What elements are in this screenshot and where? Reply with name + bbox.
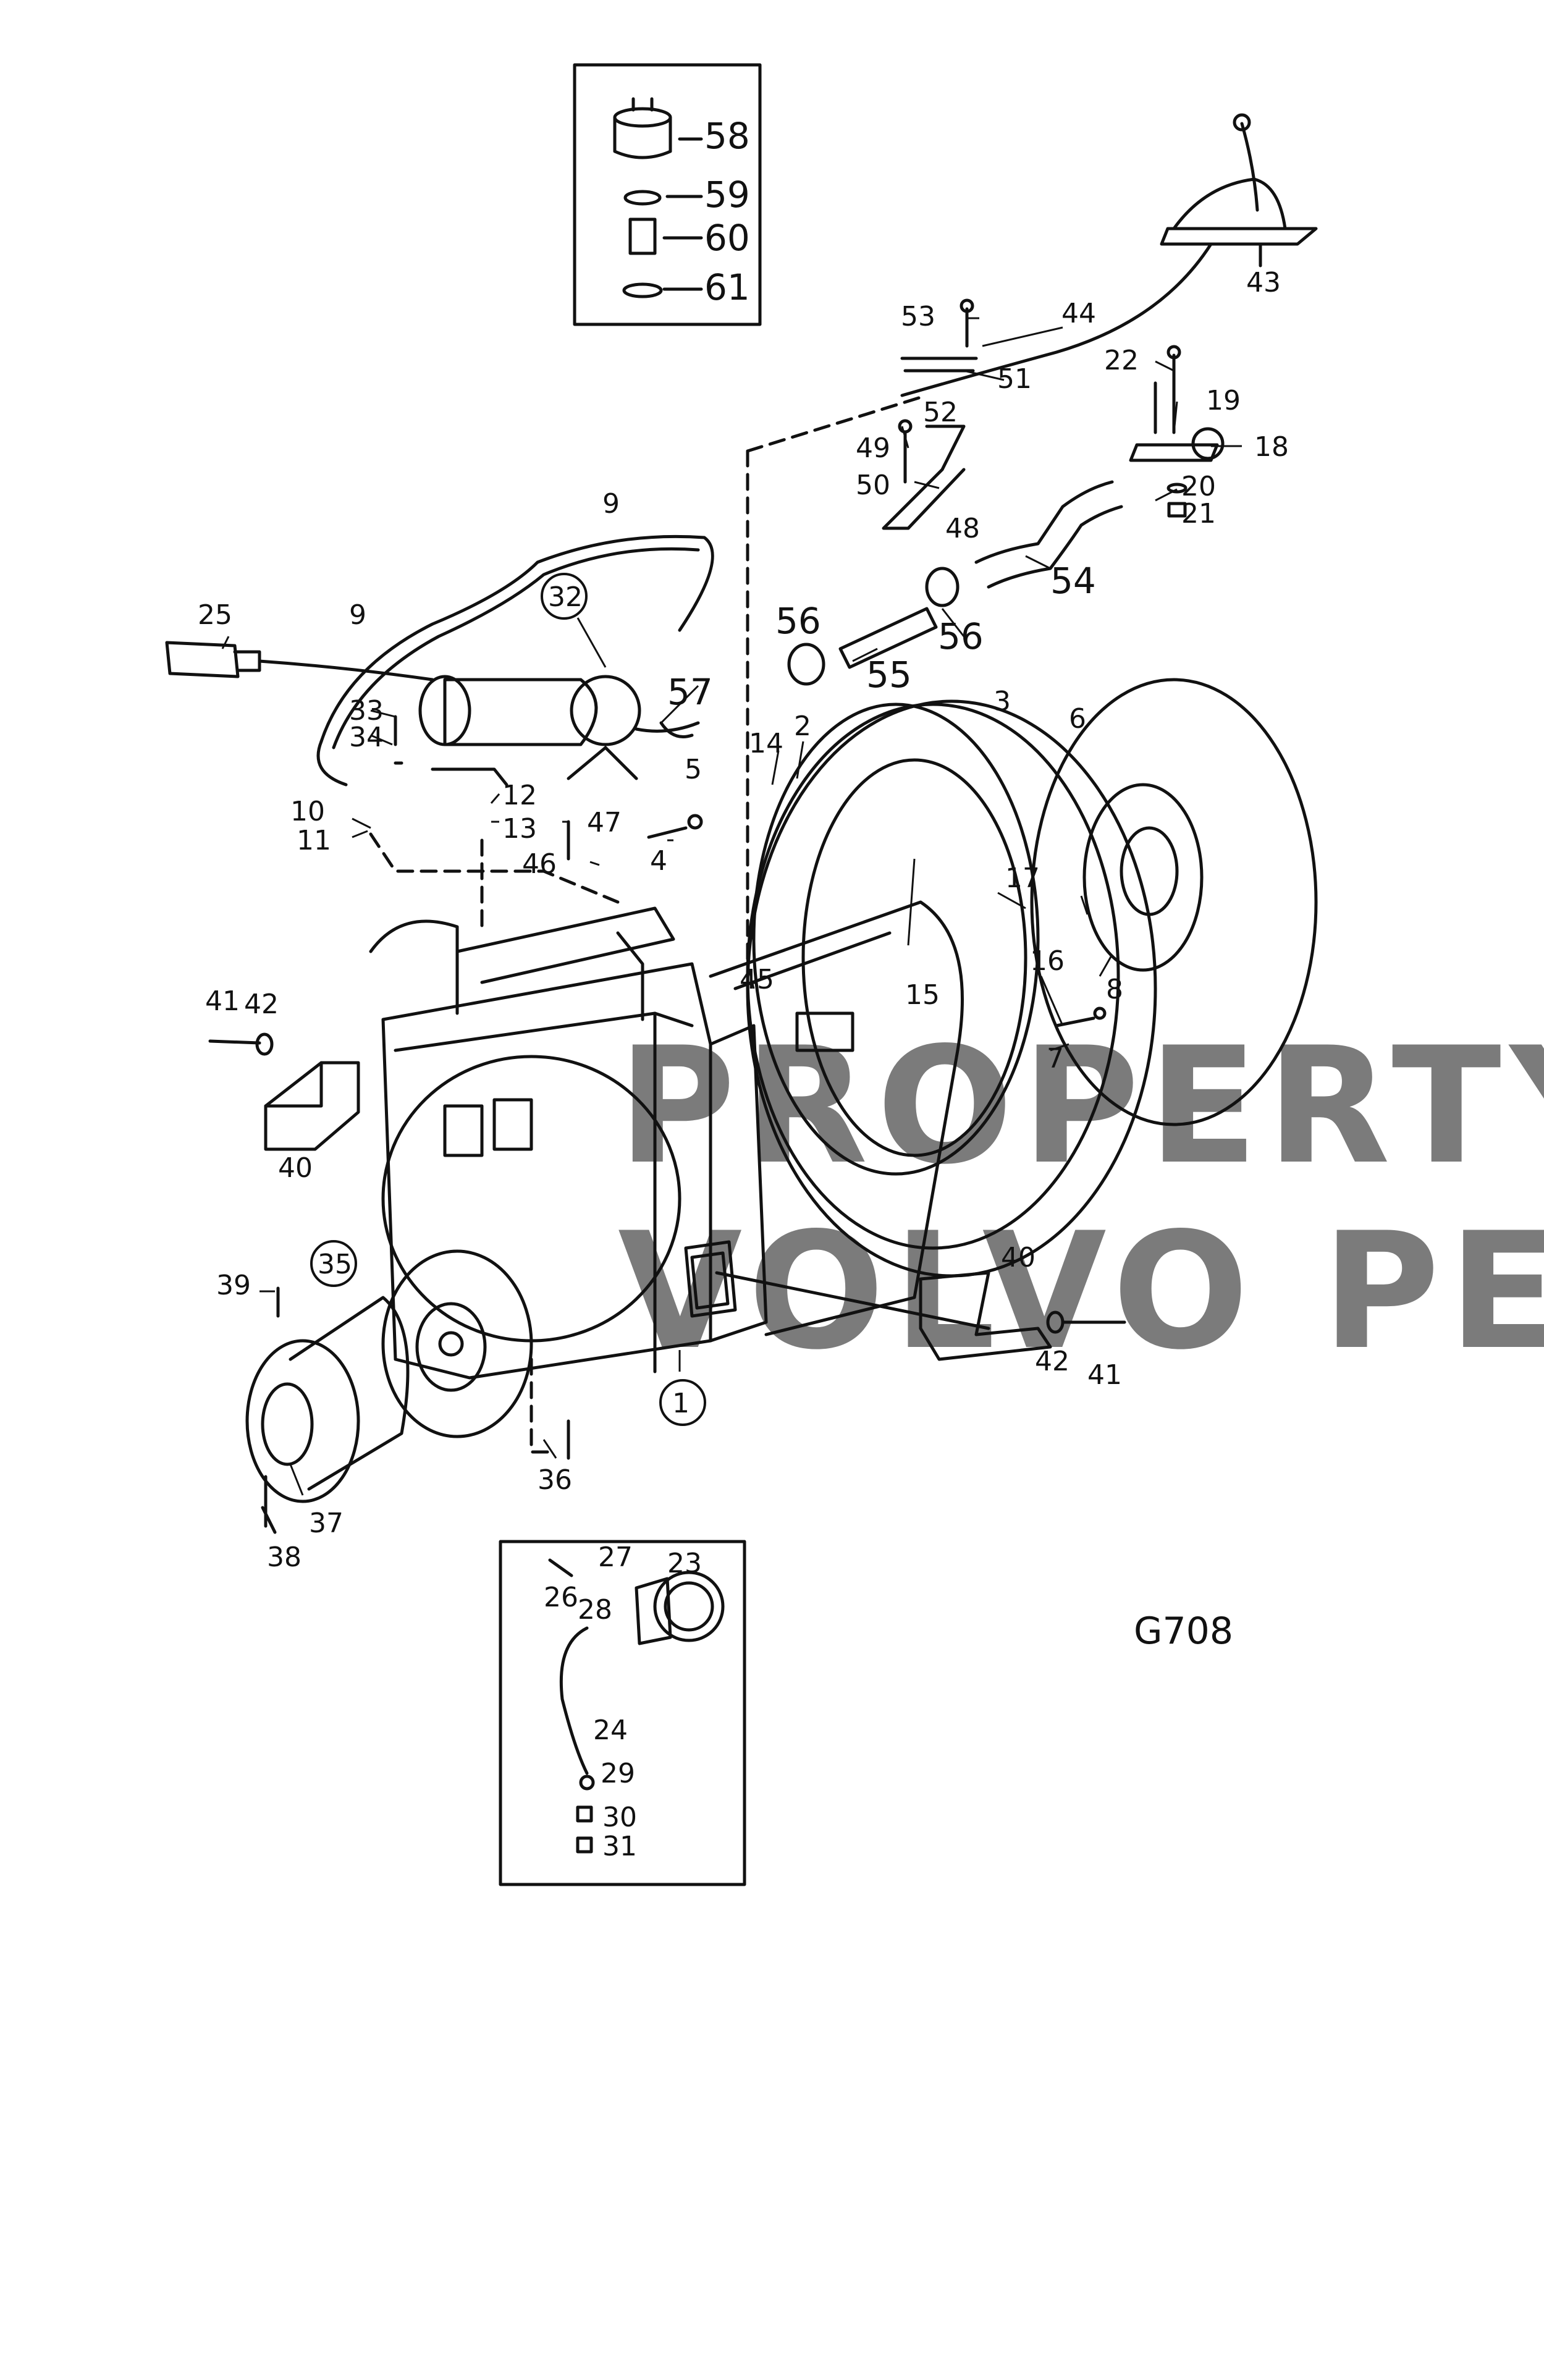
callout-2: 2 (794, 711, 811, 742)
callout-16: 16 (1030, 945, 1065, 977)
callout-45: 45 (740, 964, 774, 995)
callout-29: 29 (601, 1758, 635, 1789)
callout-33: 33 (349, 695, 384, 727)
callout-17: 17 (1005, 863, 1040, 894)
callout-13: 13 (502, 813, 537, 845)
callout-9-top: 9 (602, 488, 620, 520)
callout-50: 50 (856, 470, 890, 501)
callout-3: 3 (993, 686, 1011, 717)
inset-gauge-box (499, 1540, 746, 1886)
callout-32: 32 (548, 581, 583, 613)
callout-36: 36 (538, 1464, 572, 1496)
callout-23: 23 (667, 1548, 702, 1579)
callout-61: 61 (704, 266, 750, 308)
callout-48: 48 (945, 513, 980, 544)
callout-56-right: 56 (938, 615, 984, 657)
control-lever (900, 113, 1318, 397)
callout-44: 44 (1061, 298, 1096, 329)
watermark-line-1: PROPERTY OF (618, 1013, 1544, 1200)
mounting-brackets (208, 1032, 1126, 1361)
callout-57: 57 (667, 671, 713, 713)
callout-51: 51 (997, 363, 1032, 395)
callout-22: 22 (1104, 345, 1139, 376)
callout-60: 60 (704, 217, 750, 259)
callout-52: 52 (923, 397, 958, 428)
callout-47: 47 (587, 807, 622, 838)
callout-10: 10 (290, 796, 325, 827)
callout-55: 55 (866, 654, 912, 696)
callout-5: 5 (685, 754, 702, 785)
callout-18: 18 (1254, 431, 1289, 463)
callout-56-left: 56 (775, 600, 821, 642)
callout-25: 25 (198, 599, 232, 631)
callout-27: 27 (598, 1542, 633, 1573)
callout-40-left: 40 (278, 1152, 313, 1184)
gearbox-housing (369, 900, 964, 1380)
callout-35: 35 (318, 1249, 352, 1280)
callout-20: 20 (1181, 471, 1216, 502)
drive-plate (1030, 678, 1318, 1126)
watermark-line-2: VOLVO PENTA (618, 1199, 1544, 1385)
callout-14: 14 (749, 728, 783, 759)
callout-15: 15 (905, 979, 940, 1011)
callout-6: 6 (1069, 703, 1086, 735)
callout-49: 49 (856, 433, 890, 464)
small-fasteners (261, 715, 1107, 1534)
callout-43: 43 (1246, 267, 1281, 298)
watermark: PROPERTY OF VOLVO PENTA (618, 1013, 1544, 1385)
callout-53: 53 (901, 301, 935, 332)
callout-26: 26 (544, 1582, 578, 1613)
callout-4: 4 (650, 845, 667, 877)
callout-39: 39 (216, 1270, 251, 1301)
callout-54: 54 (1050, 560, 1096, 602)
callout-34: 34 (349, 722, 384, 753)
callout-37: 37 (309, 1508, 344, 1539)
callout-30: 30 (602, 1802, 637, 1833)
callout-7: 7 (1047, 1043, 1064, 1074)
oil-pump-assembly (165, 534, 714, 787)
callout-19: 19 (1206, 385, 1241, 416)
callout-24: 24 (593, 1715, 628, 1746)
cable-bracket (882, 298, 978, 530)
callout-46: 46 (522, 848, 557, 880)
clamp-parts (1129, 345, 1225, 518)
callout-labels: 1 2 3 4 5 6 7 8 9 9 10 11 12 13 14 15 16… (198, 115, 1289, 1862)
leader-lines (221, 317, 1242, 1496)
hose-parts (787, 480, 1123, 686)
dashed-oil-line (369, 394, 929, 1454)
circled-callout-rings (310, 573, 706, 1426)
callout-28: 28 (578, 1594, 612, 1626)
callout-40-right: 40 (1001, 1242, 1036, 1273)
callout-31: 31 (602, 1831, 637, 1862)
callout-42-right: 42 (1035, 1346, 1069, 1377)
callout-1: 1 (672, 1388, 690, 1419)
callout-41-right: 41 (1087, 1359, 1122, 1391)
figure-number: G708 (1134, 1610, 1233, 1653)
inset-sender-box (573, 63, 762, 326)
callout-11: 11 (297, 825, 331, 856)
callout-12: 12 (502, 780, 537, 811)
callout-9-left: 9 (349, 599, 366, 631)
coupling-flange (245, 1249, 533, 1503)
callout-59: 59 (704, 174, 750, 216)
callout-41-left: 41 (205, 985, 240, 1017)
callout-38: 38 (267, 1542, 302, 1573)
callout-58: 58 (704, 115, 750, 157)
callout-8: 8 (1106, 974, 1123, 1005)
callout-42-left: 42 (244, 989, 279, 1020)
callout-21: 21 (1181, 498, 1216, 530)
